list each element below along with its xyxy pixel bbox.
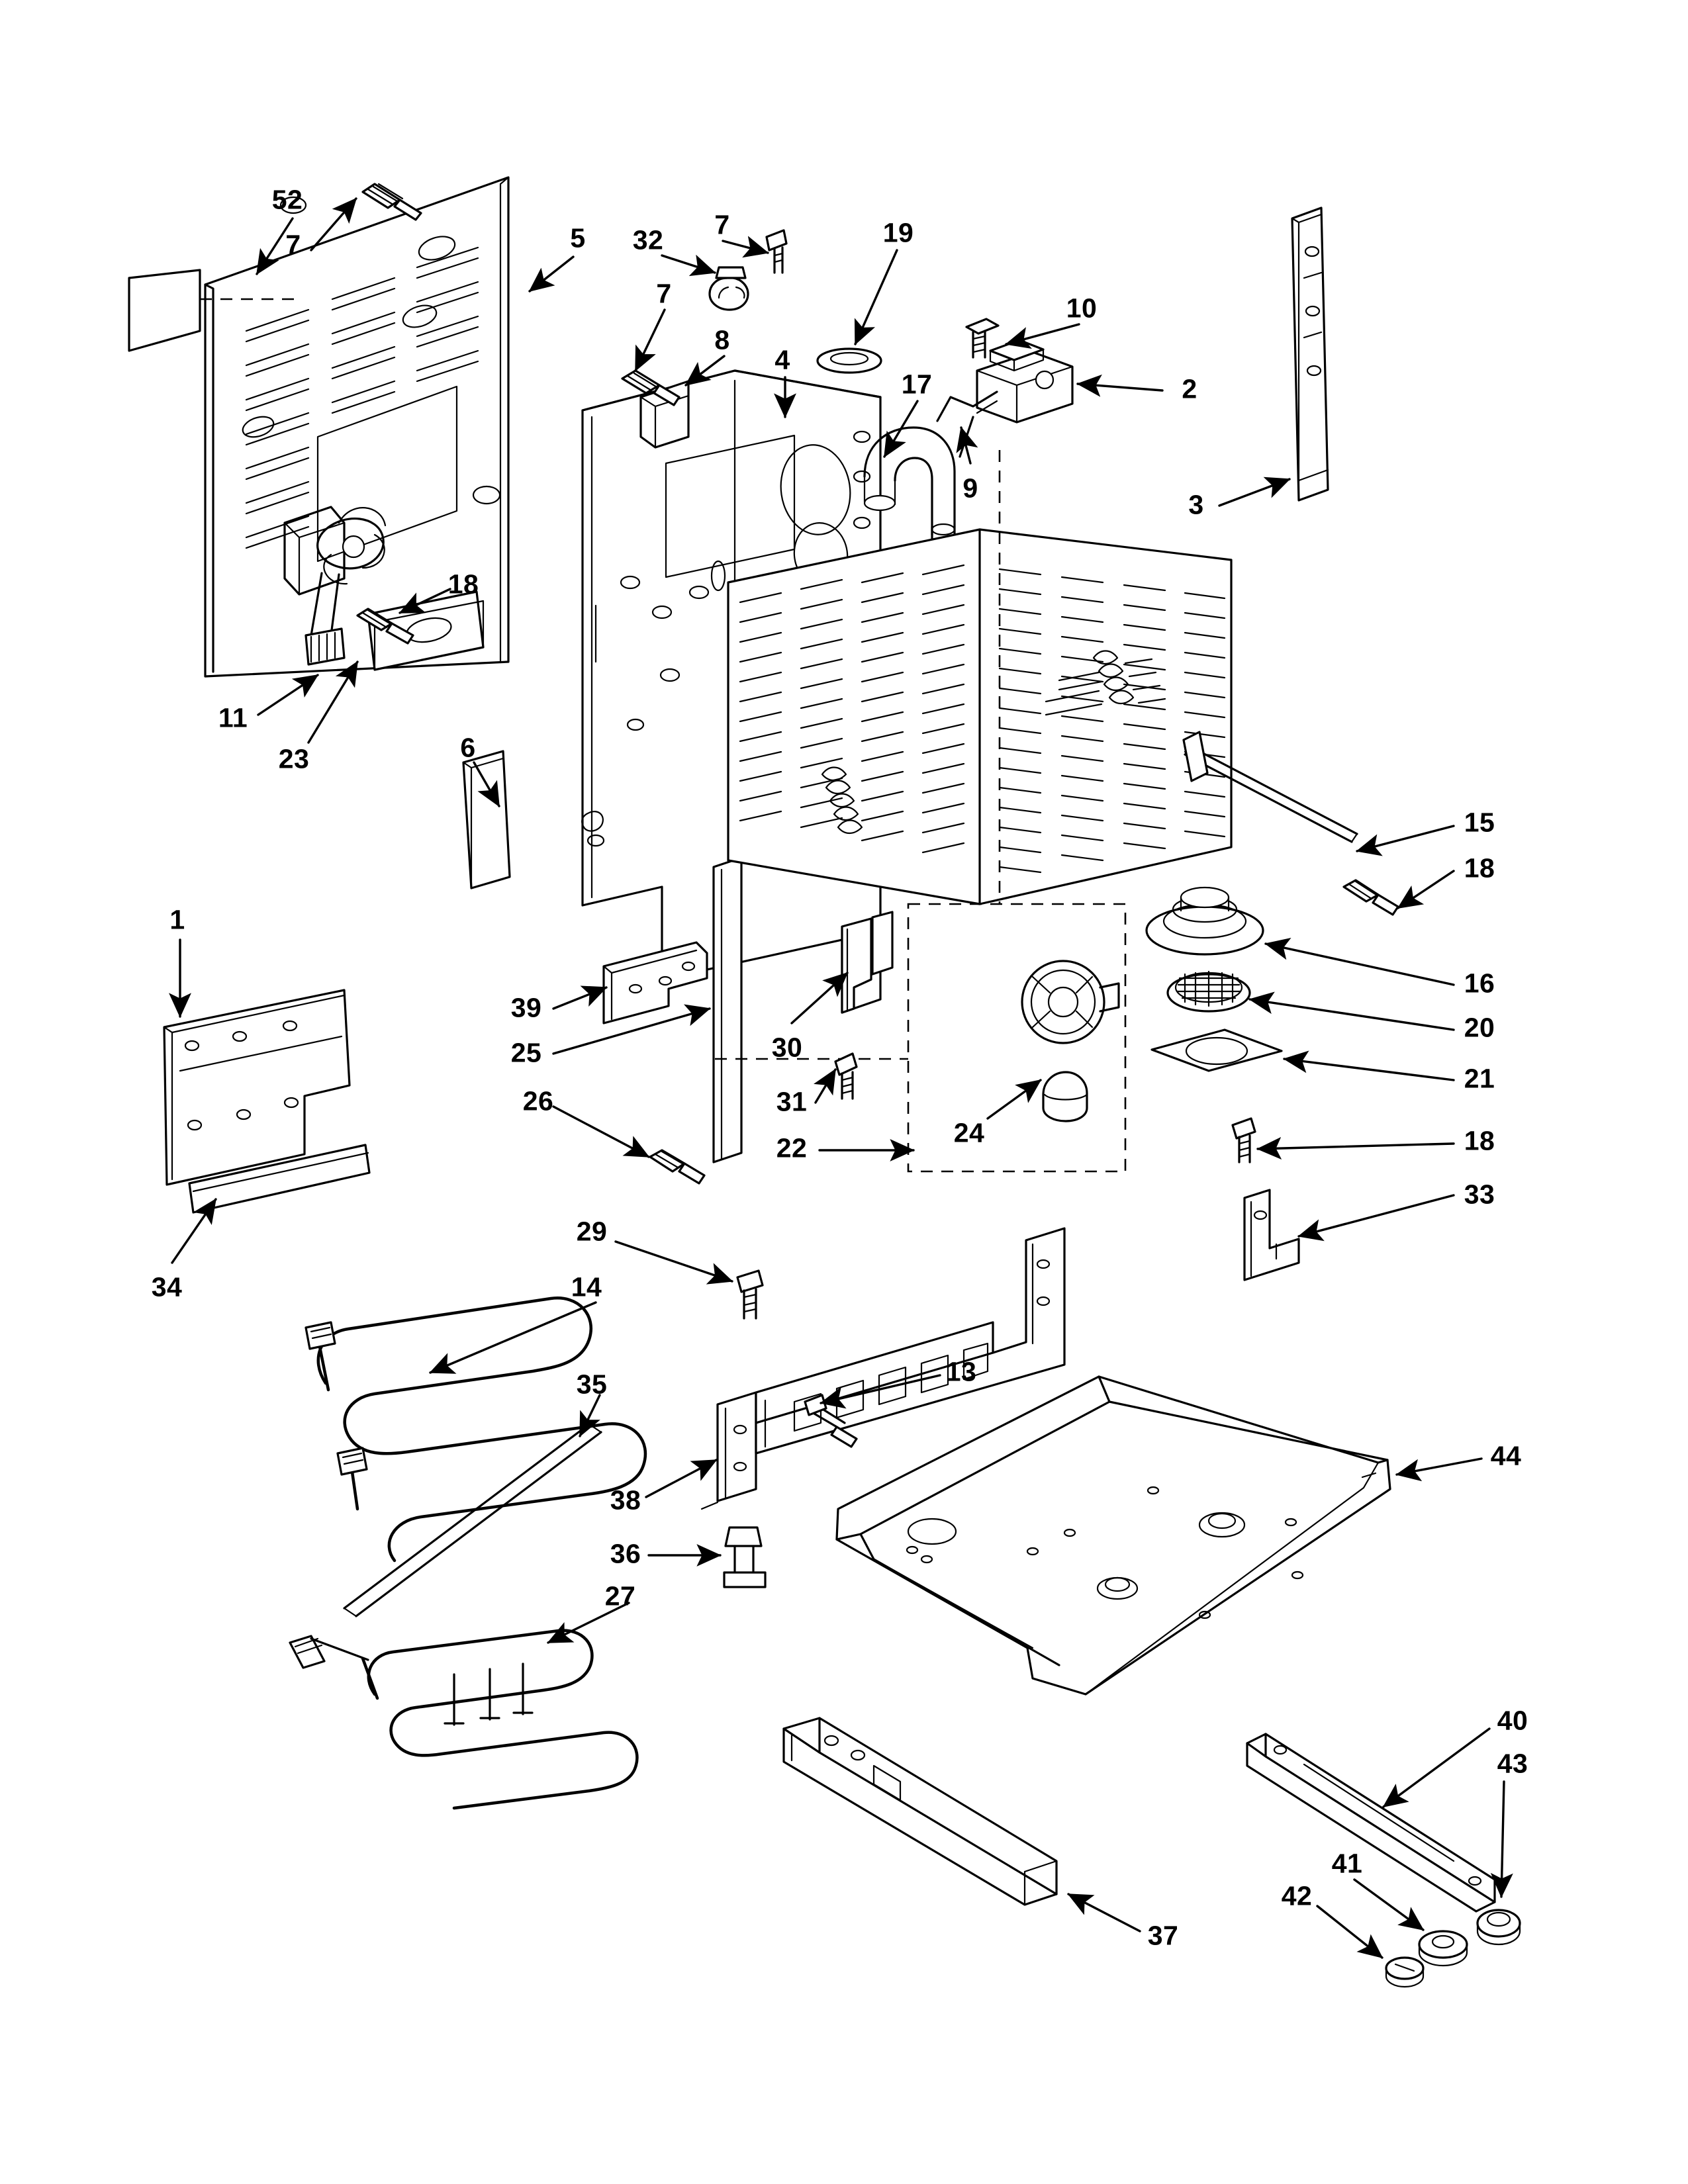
callout-2: 2: [1182, 373, 1197, 404]
callout-20: 20: [1464, 1012, 1495, 1043]
callout-23: 23: [278, 743, 310, 774]
screw-7c: [765, 229, 788, 274]
leader-lines: [169, 197, 1513, 1959]
callout-7b: 7: [714, 209, 730, 240]
part-37-rail: [782, 1717, 1058, 1906]
callout-16: 16: [1464, 968, 1495, 999]
part-27-broil-element: [289, 1629, 639, 1810]
part-back-panel: [128, 176, 510, 678]
callout-31: 31: [776, 1086, 808, 1117]
part-16-burner: [1145, 886, 1264, 956]
callout-40: 40: [1497, 1705, 1528, 1736]
part-17-tube: [863, 426, 956, 556]
callout-13: 13: [945, 1356, 977, 1387]
callout-36: 36: [610, 1538, 641, 1569]
part-34-strip: [188, 1144, 371, 1214]
part-oven-cavity: [727, 528, 1233, 905]
part-33-bracket: [1243, 1189, 1300, 1281]
callout-4: 4: [774, 344, 790, 375]
callout-38: 38: [610, 1484, 641, 1516]
part-36-leg: [723, 1526, 767, 1588]
part-2-valve: [936, 339, 1074, 458]
part-39-bracket: [602, 941, 708, 1024]
callout-41: 41: [1331, 1848, 1363, 1879]
part-19-gasket: [816, 347, 882, 374]
callout-9: 9: [962, 473, 978, 504]
callout-6: 6: [460, 732, 476, 763]
callout-14: 14: [571, 1271, 602, 1302]
screw-18a: [356, 608, 414, 645]
part-3-bracket: [1291, 206, 1329, 502]
callout-8: 8: [714, 324, 730, 355]
callout-52: 52: [271, 184, 303, 215]
callout-35: 35: [576, 1369, 608, 1400]
part-14-bake-element: [305, 1297, 647, 1563]
callout-18a: 18: [447, 569, 479, 600]
callout-27: 27: [604, 1580, 636, 1612]
callout-17: 17: [901, 369, 933, 400]
wiring-coils: [821, 650, 1166, 835]
callout-29: 29: [576, 1216, 608, 1247]
callout-7a: 7: [285, 229, 301, 260]
callout-24: 24: [953, 1117, 985, 1148]
callout-43: 43: [1497, 1748, 1528, 1779]
callout-37: 37: [1147, 1920, 1179, 1951]
screw-7a: [361, 183, 422, 221]
part-40-rail: [1246, 1733, 1496, 1913]
callout-25: 25: [510, 1037, 542, 1068]
callout-7c: 7: [656, 278, 672, 309]
callout-5: 5: [570, 222, 586, 253]
callout-18c: 18: [1464, 1125, 1495, 1156]
part-24-igniter: [1042, 1071, 1088, 1122]
part-52: [128, 269, 201, 352]
screw-31: [834, 1052, 858, 1100]
callout-21: 21: [1464, 1063, 1495, 1094]
callout-19: 19: [882, 217, 914, 248]
part-6-strip: [462, 750, 511, 889]
part-fan-motor: [283, 506, 387, 666]
part-43-nut: [1476, 1909, 1521, 1946]
part-21-plate: [1150, 1028, 1283, 1072]
callout-44: 44: [1490, 1440, 1522, 1471]
dashed-region-24: [907, 903, 1127, 1173]
screw-29: [736, 1269, 764, 1320]
callout-22: 22: [776, 1132, 808, 1163]
callout-32: 32: [632, 224, 664, 255]
screw-18b: [1342, 879, 1399, 916]
callout-39: 39: [510, 992, 542, 1023]
callout-1: 1: [169, 904, 185, 935]
callout-15: 15: [1464, 807, 1495, 838]
part-1-bracket: [163, 989, 351, 1186]
screw-7b: [621, 369, 680, 406]
part-20-burner-cap: [1166, 970, 1251, 1013]
screw-26: [649, 1149, 706, 1185]
callout-3: 3: [1188, 489, 1204, 520]
part-42-screw: [1385, 1956, 1425, 1988]
callout-10: 10: [1066, 293, 1098, 324]
screw-18c: [1231, 1117, 1256, 1163]
part-32-clamp: [708, 266, 749, 311]
callout-33: 33: [1464, 1179, 1495, 1210]
part-30-bracket: [841, 911, 894, 1014]
callout-30: 30: [771, 1032, 803, 1063]
part-41-washer: [1418, 1930, 1468, 1967]
callout-26: 26: [522, 1085, 554, 1116]
callout-18b: 18: [1464, 852, 1495, 884]
screw-10: [965, 318, 1000, 359]
part-22-blower: [1021, 960, 1120, 1044]
part-25-panel: [712, 856, 743, 1163]
part-38-marker: [700, 1501, 719, 1510]
callout-34: 34: [151, 1271, 183, 1302]
part-44-bottom-pan: [835, 1375, 1391, 1696]
callout-42: 42: [1281, 1880, 1313, 1911]
callout-11: 11: [218, 702, 248, 733]
